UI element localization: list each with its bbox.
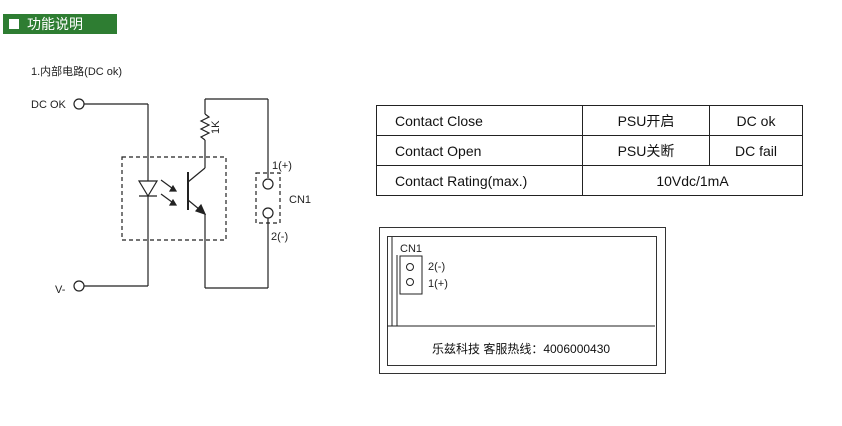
table-cell: DC ok (709, 105, 803, 136)
connector-label: CN1 (289, 194, 311, 206)
section-title: 功能说明 (27, 16, 83, 32)
panel-pin2-label: 2(-) (428, 261, 445, 273)
section-header: 功能说明 (3, 14, 117, 34)
dc-ok-label: DC OK (31, 99, 67, 111)
hotline-text: 乐兹科技 客服热线：4006000430 (432, 342, 611, 356)
table-row: Contact Open PSU关断 DC fail (376, 135, 803, 166)
table-cell: Contact Open (376, 135, 583, 166)
cn1-connector-box (255, 172, 281, 224)
table-row: Contact Close PSU开启 DC ok (376, 105, 803, 136)
contact-table: Contact Close PSU开启 DC ok Contact Open P… (376, 105, 803, 196)
table-row: Contact Rating(max.) 10Vdc/1mA (376, 165, 803, 196)
v-minus-label: V- (55, 284, 66, 296)
table-cell: PSU开启 (582, 105, 710, 136)
panel-pin1-label: 1(+) (428, 278, 448, 290)
panel-pin1-circle (406, 278, 414, 286)
table-cell: 10Vdc/1mA (582, 165, 803, 196)
panel-outer (379, 227, 666, 374)
resistor-symbol (199, 113, 211, 141)
panel-connector-box (399, 255, 423, 295)
panel-inner (387, 236, 657, 366)
square-icon (9, 19, 19, 29)
table-cell: Contact Rating(max.) (376, 165, 583, 196)
pin2-circle (262, 207, 274, 219)
led-symbol (137, 180, 159, 198)
optocoupler-box (121, 156, 227, 241)
pin1-label: 1(+) (272, 160, 292, 172)
resistor-label: 1K (210, 120, 222, 134)
panel-connector-label: CN1 (400, 243, 422, 255)
panel-pin2-circle (406, 263, 414, 271)
pin2-label: 2(-) (271, 231, 288, 243)
pin1-circle (262, 178, 274, 190)
circuit-subtitle: 1.内部电路(DC ok) (31, 66, 123, 78)
